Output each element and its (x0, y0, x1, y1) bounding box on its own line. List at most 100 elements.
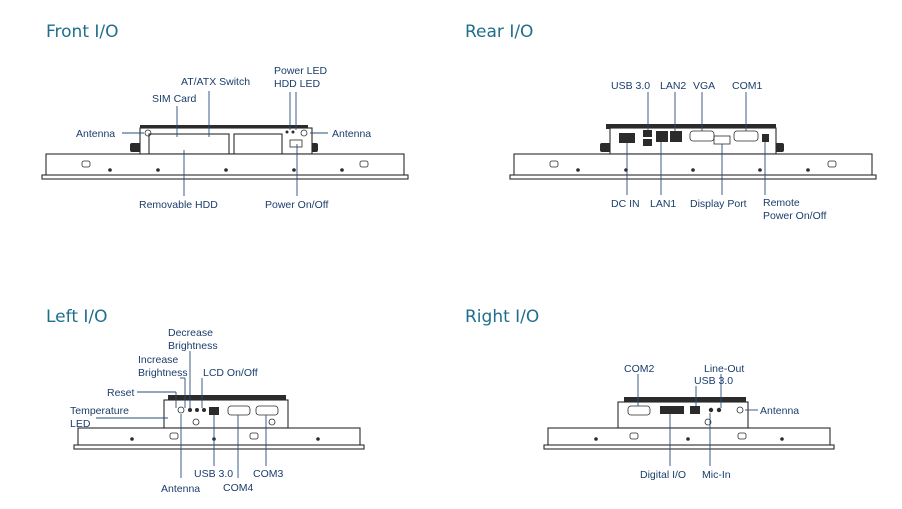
left-screw (130, 437, 134, 441)
left-lcd-icon (202, 408, 206, 412)
right-screw (780, 437, 784, 441)
right-label-line-out: Line-Out (704, 363, 744, 375)
left-knob-icon (268, 418, 276, 426)
front-antenna-right-icon (300, 129, 308, 137)
left-knob-icon (192, 418, 200, 426)
rear-label-com1: COM1 (732, 80, 762, 92)
left-label-com4: COM4 (223, 482, 253, 494)
rear-io-title: Rear I/O (465, 22, 533, 42)
front-hdd-bay (148, 133, 230, 155)
rear-usb-icon (643, 130, 652, 137)
rear-screw (806, 168, 810, 172)
rear-panel-frame (513, 153, 873, 177)
rear-screw (758, 168, 762, 172)
right-line-out-icon (716, 407, 722, 413)
rear-leaders (626, 92, 766, 195)
right-mic-in-icon (708, 407, 714, 413)
right-screw (686, 437, 690, 441)
front-screw (156, 168, 160, 172)
rear-label-lan1: LAN1 (650, 198, 676, 210)
left-leaders (96, 351, 267, 478)
front-panel-bezel (41, 174, 409, 180)
right-leaders (637, 374, 758, 466)
rear-device-drawing (509, 124, 877, 180)
front-panel-slot-right (359, 160, 369, 168)
rear-panel-slot-left (549, 160, 559, 168)
rear-usb-icon (643, 139, 652, 146)
rear-remote-icon (762, 134, 769, 142)
front-label-removable-hdd: Removable HDD (139, 199, 218, 211)
left-label-temperature-led: LED (70, 418, 91, 430)
front-screw (292, 168, 296, 172)
right-io-panel: Right I/O COM2 (465, 307, 835, 481)
left-heatsink-fins (168, 395, 286, 401)
left-io-title: Left I/O (46, 307, 108, 327)
left-panel-slot (169, 432, 179, 440)
rear-screw (576, 168, 580, 172)
left-antenna-icon (177, 406, 185, 414)
rear-screw (691, 168, 695, 172)
right-label-digital-io: Digital I/O (640, 469, 686, 481)
right-antenna-icon (736, 406, 744, 414)
left-device-drawing (73, 395, 365, 450)
front-io-panel: Front I/O (41, 22, 409, 211)
left-label-reset: Reset (107, 387, 135, 399)
right-panel-slot (737, 432, 747, 440)
right-label-usb30: USB 3.0 (694, 375, 733, 387)
front-panel-slot-left (81, 160, 91, 168)
rear-heatsink-fins (606, 124, 776, 129)
left-screw (316, 437, 320, 441)
front-screw (108, 168, 112, 172)
left-com4-icon (227, 405, 251, 416)
rear-label-dc-in: DC IN (611, 198, 640, 210)
front-antenna-left-icon (144, 129, 152, 137)
rear-label-usb30: USB 3.0 (611, 80, 650, 92)
right-usb-icon (690, 406, 700, 414)
left-label-usb30: USB 3.0 (194, 468, 233, 480)
left-io-panel: Left I/O (46, 307, 365, 495)
front-power-switch-icon (289, 139, 303, 148)
left-label-increase: Increase (138, 354, 178, 366)
left-label-com3: COM3 (253, 468, 283, 480)
right-device-drawing (543, 397, 835, 450)
rear-panel-bezel (509, 174, 877, 180)
front-label-power-on-off: Power On/Off (265, 199, 328, 211)
left-label-antenna: Antenna (161, 483, 200, 495)
left-panel-bezel (73, 444, 365, 450)
left-label-decrease-brightness: Brightness (168, 340, 218, 352)
front-label-sim-card: SIM Card (152, 93, 197, 105)
rear-io-panel: Rear I/O (465, 22, 877, 222)
left-label-lcd-on-off: LCD On/Off (203, 367, 258, 379)
rear-bumper-left (600, 143, 612, 152)
left-com3-icon (255, 405, 279, 416)
front-screw (340, 168, 344, 172)
front-bay-right (233, 133, 283, 155)
rear-lan2-icon (670, 131, 682, 142)
rear-label-remote-power: Power On/Off (763, 210, 826, 222)
left-usb-icon (209, 407, 219, 415)
right-screw (594, 437, 598, 441)
right-heatsink-fins (624, 397, 746, 403)
rear-label-vga: VGA (693, 80, 715, 92)
front-hdd-led-icon (291, 130, 295, 134)
left-panel-slot (249, 432, 259, 440)
front-bumper-left (130, 143, 142, 152)
left-decrease-icon (195, 408, 199, 412)
right-panel-frame (547, 427, 831, 447)
front-io-title: Front I/O (46, 22, 119, 42)
right-panel-bezel (543, 444, 835, 450)
rear-label-display-port: Display Port (690, 198, 747, 210)
front-label-antenna-right: Antenna (332, 128, 371, 140)
front-leaders (122, 91, 328, 196)
right-label-com2: COM2 (624, 363, 654, 375)
rear-label-remote: Remote (763, 197, 800, 209)
left-label-temperature: Temperature (70, 405, 129, 417)
right-io-title: Right I/O (465, 307, 539, 327)
left-label-increase-brightness: Brightness (138, 367, 188, 379)
rear-label-lan2: LAN2 (660, 80, 686, 92)
front-label-antenna-left: Antenna (76, 128, 115, 140)
front-label-at-atx-switch: AT/ATX Switch (181, 76, 250, 88)
front-power-led-icon (285, 130, 289, 134)
front-screw (224, 168, 228, 172)
right-digital-io-icon (660, 406, 684, 414)
